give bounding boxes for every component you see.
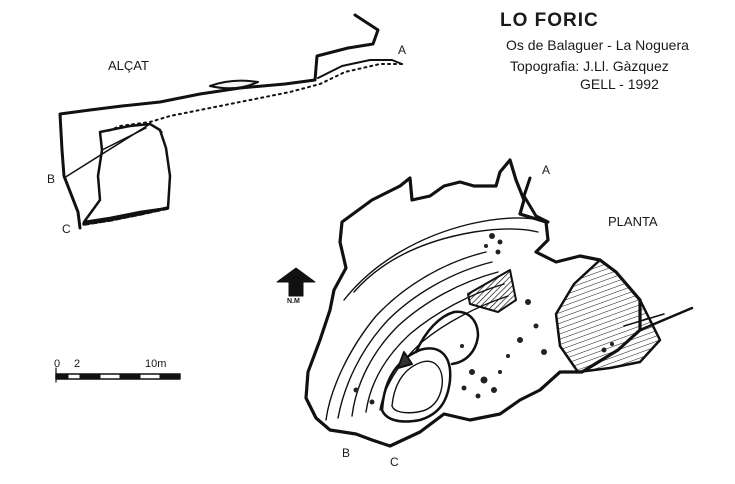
plan-point-b: B bbox=[342, 446, 351, 460]
plan-hatched-block bbox=[467, 269, 517, 313]
north-arrow-label: N.M bbox=[287, 298, 300, 305]
plan-point-c: C bbox=[390, 455, 399, 469]
north-arrow-icon bbox=[276, 267, 316, 297]
plan-inner-lobe bbox=[414, 310, 480, 366]
elevation-shaft-floor bbox=[82, 206, 170, 226]
location-text: Os de Balaguer - La Noguera bbox=[506, 37, 689, 53]
scale-label-10m: 10m bbox=[145, 358, 167, 370]
plan-rope-bar bbox=[638, 306, 694, 332]
plan-inner-lobe bbox=[380, 347, 452, 423]
plan-entrance-passage bbox=[522, 176, 550, 224]
elevation-floor bbox=[105, 63, 403, 133]
elevation-point-c: C bbox=[62, 222, 71, 236]
elevation-point-b: B bbox=[47, 172, 56, 186]
plan-contour bbox=[343, 217, 541, 301]
elevation-ceiling-line bbox=[317, 59, 403, 79]
elevation-label: ALÇAT bbox=[108, 58, 149, 73]
plan-rope-bar bbox=[623, 313, 665, 327]
scale-bar bbox=[55, 367, 181, 383]
elevation-point-a: A bbox=[398, 43, 407, 57]
elevation-diagonal bbox=[63, 123, 163, 179]
page-title: LO FORIC bbox=[500, 10, 599, 31]
plan-contour bbox=[337, 261, 493, 419]
plan-boulders bbox=[353, 233, 614, 405]
plan-section bbox=[304, 158, 694, 448]
elevation-diagonal bbox=[101, 127, 147, 151]
plan-hatched-chamber bbox=[554, 258, 662, 374]
plan-inner-lobe bbox=[391, 360, 443, 414]
plan-outer-wall bbox=[304, 158, 642, 448]
elevation-outline bbox=[58, 13, 380, 230]
plan-point-a: A bbox=[542, 163, 551, 177]
plan-contour bbox=[351, 271, 499, 417]
scale-label-2: 2 bbox=[74, 358, 81, 370]
topography-credit: Topografia: J.Ll. Gàzquez bbox=[510, 58, 669, 74]
plan-label: PLANTA bbox=[608, 214, 658, 229]
elevation-lens bbox=[209, 79, 259, 90]
elevation-section bbox=[58, 13, 403, 230]
scale-label-0: 0 bbox=[54, 358, 61, 370]
plan-contour bbox=[325, 251, 487, 421]
group-year: GELL - 1992 bbox=[580, 76, 659, 92]
plan-contour bbox=[353, 228, 539, 293]
plan-stalagmite bbox=[397, 351, 413, 369]
